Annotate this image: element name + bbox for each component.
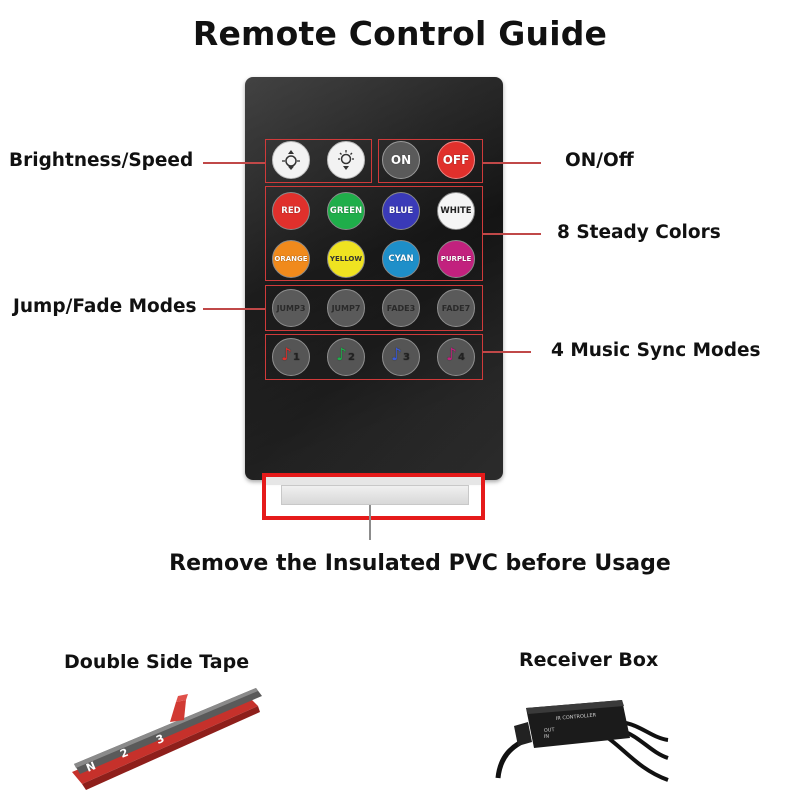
pvc-connector-line (369, 505, 371, 540)
white-button[interactable]: WHITE (437, 192, 475, 230)
insulated-pvc-strip[interactable] (281, 485, 469, 505)
music-sync-group-box (265, 334, 483, 380)
green-button[interactable]: GREEN (327, 192, 365, 230)
jump3-button[interactable]: JUMP3 (272, 289, 310, 327)
remove-pvc-label: Remove the Insulated PVC before Usage (169, 551, 671, 576)
brightness-connector-line (203, 162, 265, 164)
fade7-button[interactable]: FADE7 (437, 289, 475, 327)
purple-button[interactable]: PURPLE (437, 240, 475, 278)
jump-fade-group-box (265, 285, 483, 331)
brightness-speed-label: Brightness/Speed (9, 150, 194, 171)
tape-mark-2: 2 (118, 746, 130, 761)
receiver-label-in: IN (544, 734, 550, 740)
jump-fade-label: Jump/Fade Modes (13, 296, 197, 317)
jump-fade-connector-line (203, 308, 265, 310)
music-3-button[interactable]: ♪3 (382, 338, 420, 376)
remote-base-shadow (266, 477, 481, 485)
receiver-box-image: IR CONTROLLER OUT IN (495, 700, 669, 782)
cyan-button[interactable]: CYAN (382, 240, 420, 278)
steady-colors-label: 8 Steady Colors (557, 222, 721, 243)
music-note-icon: ♪ (391, 345, 402, 365)
double-side-tape-image: N 2 3 (72, 688, 262, 790)
music-1-button[interactable]: ♪1 (272, 338, 310, 376)
on-off-group-box (378, 139, 483, 183)
music-digit: 4 (458, 352, 465, 363)
off-button[interactable]: OFF (437, 141, 475, 179)
music-sync-label: 4 Music Sync Modes (551, 340, 761, 361)
tape-mark-3: 3 (154, 732, 166, 747)
music-note-icon: ♪ (446, 345, 457, 365)
receiver-label-line1: IR CONTROLLER (556, 712, 597, 722)
steady-colors-connector-line (483, 233, 541, 235)
music-note-icon: ♪ (281, 345, 292, 365)
music-2-button[interactable]: ♪2 (327, 338, 365, 376)
on-off-label: ON/Off (565, 150, 634, 171)
music-sync-connector-line (483, 351, 531, 353)
jump7-button[interactable]: JUMP7 (327, 289, 365, 327)
orange-button[interactable]: ORANGE (272, 240, 310, 278)
on-button[interactable]: ON (382, 141, 420, 179)
double-side-tape-label: Double Side Tape (64, 651, 250, 673)
yellow-button[interactable]: YELLOW (327, 240, 365, 278)
red-button[interactable]: RED (272, 192, 310, 230)
music-note-icon: ♪ (336, 345, 347, 365)
brightness-up-icon (282, 150, 300, 170)
music-4-button[interactable]: ♪4 (437, 338, 475, 376)
music-digit: 3 (403, 352, 410, 363)
brightness-down-button[interactable] (327, 141, 365, 179)
blue-button[interactable]: BLUE (382, 192, 420, 230)
brightness-speed-group-box (265, 139, 372, 183)
page-title: Remote Control Guide (192, 14, 608, 53)
steady-colors-group-box (265, 186, 483, 281)
music-digit: 2 (348, 352, 355, 363)
pvc-highlight-box (262, 473, 485, 520)
tape-mark-n: N (84, 759, 97, 775)
music-digit: 1 (293, 352, 300, 363)
brightness-down-icon (338, 150, 354, 170)
receiver-label-out: OUT (544, 727, 556, 734)
brightness-up-button[interactable] (272, 141, 310, 179)
fade3-button[interactable]: FADE3 (382, 289, 420, 327)
receiver-box-label: Receiver Box (519, 649, 659, 671)
on-off-connector-line (483, 162, 541, 164)
